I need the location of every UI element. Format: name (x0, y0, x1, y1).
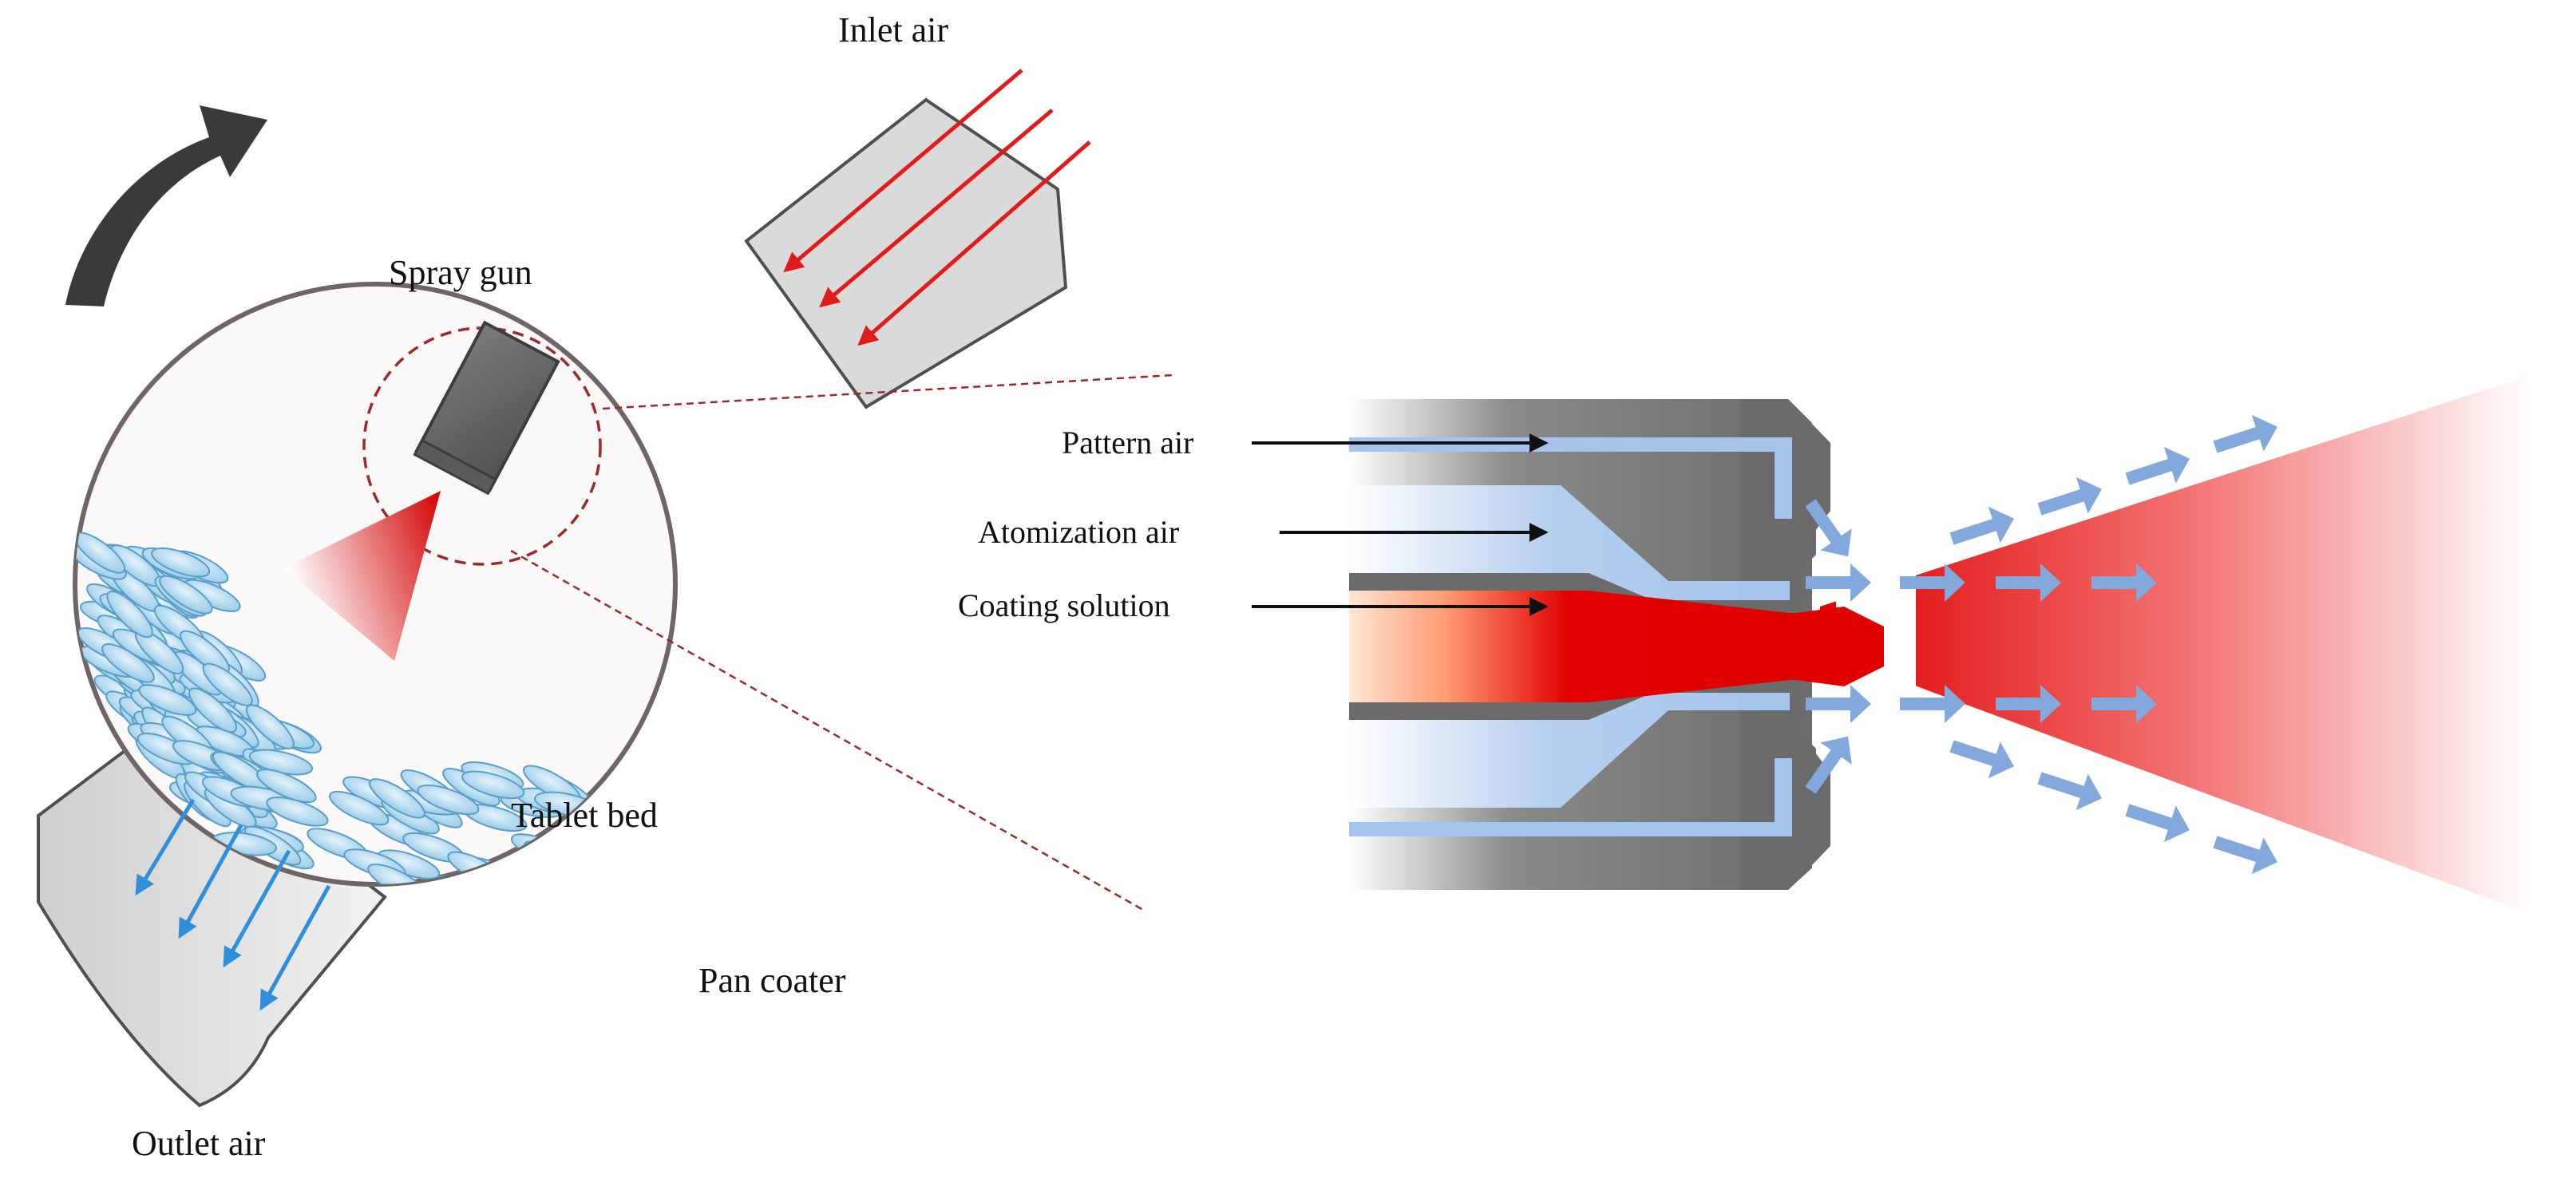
air-flow-arrows (1805, 414, 2277, 875)
air-flow-arrow-icon (1949, 506, 2014, 545)
zoom-line-bottom (510, 549, 1144, 911)
tablet (138, 684, 197, 716)
air-flow-arrow-icon (1996, 685, 2061, 723)
tablet-bed-label: Tablet bed (511, 796, 658, 835)
pattern-air-channel-top (1349, 437, 1792, 519)
spray-cone (283, 491, 441, 661)
inlet-air-label: Inlet air (838, 10, 948, 49)
tablet (369, 778, 425, 819)
outlet-air-arrows (135, 798, 331, 1011)
inlet-air-arrows (783, 69, 1091, 346)
tablet (202, 662, 253, 706)
tablet (434, 875, 499, 884)
tablet (461, 770, 525, 800)
tablet (151, 547, 211, 578)
inlet-air-arrow-icon (783, 69, 1023, 273)
tablet (417, 784, 480, 816)
tablet (329, 790, 390, 826)
air-flow-arrow-icon (2091, 685, 2157, 723)
air-flow-arrow-icon (1900, 685, 1965, 723)
outlet-air-arrow-icon (259, 884, 331, 1011)
tablet (106, 591, 153, 638)
air-flow-arrow-icon (2125, 804, 2190, 843)
air-flow-arrow-icon (1806, 563, 1871, 602)
coating-solution-label: Coating solution (958, 587, 1170, 623)
air-flow-arrow-icon (2037, 476, 2102, 516)
coating-solution-channel (1349, 591, 1836, 702)
label-pointers (1252, 433, 1549, 616)
tablet (159, 575, 213, 615)
tablet (188, 687, 237, 733)
air-flow-arrow-icon (1996, 563, 2061, 602)
atomized-jet (1784, 607, 1884, 686)
tablet-bed (75, 532, 599, 884)
air-flow-arrow-icon (1805, 736, 1852, 794)
inlet-air-arrow-icon (857, 140, 1091, 346)
outlet-air-arrow-icon (178, 824, 243, 939)
outlet-air-arrow-icon (135, 798, 196, 896)
tablet (245, 704, 295, 749)
air-flow-arrow-icon (2125, 446, 2190, 485)
spray-gun-label: Spray gun (389, 253, 532, 292)
pattern-air-label: Pattern air (1062, 425, 1194, 461)
tablet (101, 643, 155, 683)
spray-plume (1820, 375, 2530, 914)
pan-coater-label: Pan coater (698, 961, 846, 1000)
air-flow-arrow-icon (1949, 740, 2014, 779)
air-flow-arrow-icon (1805, 499, 1852, 557)
atomization-air-label: Atomization air (978, 514, 1179, 550)
tablet (256, 769, 317, 804)
air-flow-arrow-icon (2213, 836, 2277, 875)
air-flow-arrow-icon (1900, 563, 1965, 602)
inlet-duct (744, 97, 1068, 409)
air-flow-arrow-icon (1806, 685, 1871, 723)
outlet-air-label: Outlet air (132, 1124, 266, 1163)
spray-gun (413, 320, 560, 496)
air-flow-arrow-icon (2037, 772, 2102, 811)
rotation-arrow-icon (65, 105, 267, 306)
outlet-duct (37, 722, 387, 1108)
tablet (266, 797, 329, 827)
inlet-air-arrow-icon (819, 109, 1054, 308)
air-flow-arrow-icon (2213, 414, 2277, 453)
air-flow-arrow-icon (2091, 563, 2157, 602)
tablet (367, 864, 427, 884)
pattern-air-channel-bottom (1349, 758, 1792, 836)
outlet-air-arrow-icon (223, 849, 291, 968)
